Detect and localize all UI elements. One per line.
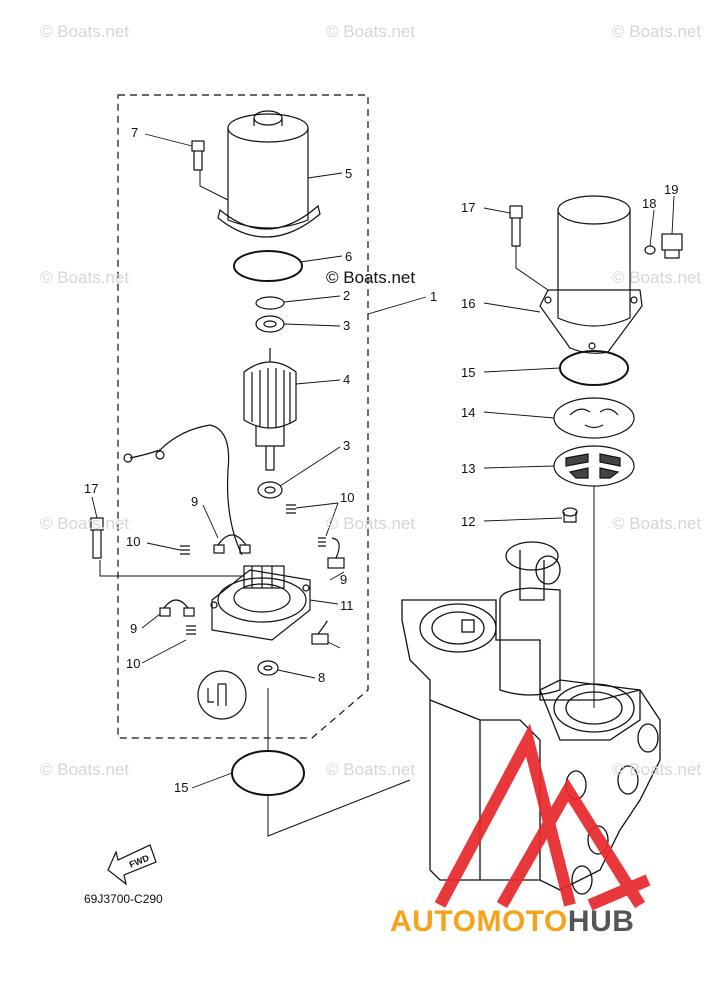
brush-holder-11: [210, 565, 311, 641]
watermark: © Boats.net: [40, 22, 130, 41]
seal-8: [257, 660, 279, 676]
o-ring-6: [233, 250, 303, 282]
callout-label: 2: [343, 288, 351, 303]
callout-label: 15: [174, 780, 189, 795]
callout-label: 10: [126, 656, 141, 671]
callout-label: 17: [461, 200, 476, 215]
detail-circle: [197, 670, 247, 720]
watermark: © Boats.net: [40, 760, 130, 779]
brand-wordmark: AUTOMOTOHUB: [390, 905, 634, 939]
bearing-3-lower: [257, 481, 283, 499]
bearing-3-top: [255, 315, 285, 333]
watermark: © Boats.net: [326, 22, 416, 41]
motor-housing: [217, 110, 321, 238]
watermark: © Boats.net: [612, 514, 702, 533]
callout-label: 10: [126, 534, 141, 549]
callout-label: 13: [461, 461, 476, 476]
callout-label: 9: [191, 494, 199, 509]
callout-label: 4: [343, 372, 351, 387]
callout-label: 3: [343, 438, 351, 453]
motor-16: [539, 195, 643, 354]
callout-label: 17: [84, 481, 99, 496]
watermark: © Boats.net: [612, 22, 702, 41]
callout-label: 8: [318, 670, 326, 685]
watermark: © Boats.net: [40, 514, 130, 533]
callout-label: 1: [430, 289, 438, 304]
callout-label: 5: [345, 166, 353, 181]
plug-19: [661, 233, 683, 259]
springs-10: [180, 504, 326, 635]
bolt-17-right: [509, 205, 549, 291]
washer-2: [255, 296, 285, 310]
watermark: © Boats.net: [40, 268, 130, 287]
o-ring-15-lower: [231, 750, 305, 796]
bolt-7: [191, 140, 205, 171]
watermark: © Boats.net: [326, 514, 416, 533]
plate-14: [553, 397, 635, 439]
callout-label: 12: [461, 514, 476, 529]
watermark: © Boats.net: [612, 268, 702, 287]
callout-label: 9: [340, 572, 348, 587]
filter-13: [553, 445, 635, 487]
callout-label: 18: [642, 196, 657, 211]
callout-label: 7: [131, 125, 139, 140]
brand-part2: HUB: [567, 905, 635, 938]
washer-18: [644, 245, 656, 255]
callout-label: 11: [340, 598, 354, 613]
callout-label: 16: [461, 296, 476, 311]
o-ring-15-right: [559, 350, 629, 386]
diagram-code: 69J3700-C290: [84, 892, 163, 906]
callout-label: 3: [343, 318, 351, 333]
pump-body: [401, 541, 661, 895]
callout-label: 14: [461, 405, 476, 420]
callout-label: 15: [461, 365, 476, 380]
callout-label: 6: [345, 249, 353, 264]
brand-part1: AUTOMOTO: [390, 905, 568, 938]
assembly-dashed-box: [117, 94, 369, 739]
callout-label: 9: [130, 621, 138, 636]
valve-12: [562, 507, 578, 523]
fwd-arrow: FWD: [107, 844, 157, 886]
callout-label: 19: [664, 182, 679, 197]
automotohub-logo: [434, 723, 651, 911]
watermark: © Boats.net: [612, 760, 702, 779]
brushes-9: [159, 534, 345, 645]
center-watermark: © Boats.net: [326, 268, 416, 287]
armature-4: [243, 348, 297, 471]
watermark: © Boats.net: [326, 760, 416, 779]
callout-label: 10: [340, 490, 355, 505]
cable-terminals: [123, 424, 243, 556]
